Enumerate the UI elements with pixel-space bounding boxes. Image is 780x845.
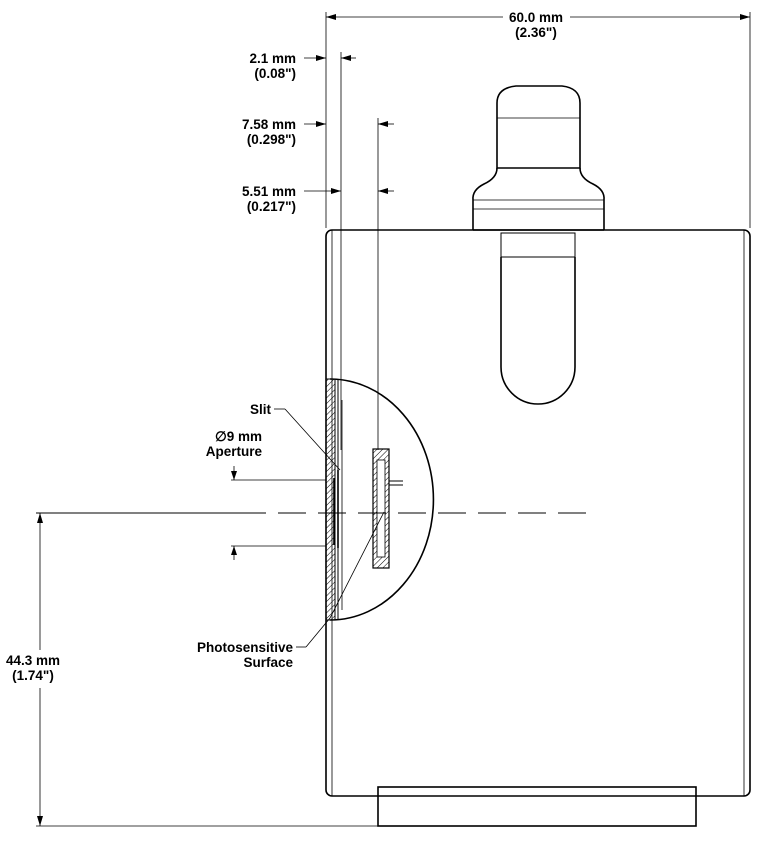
aperture-label: Aperture [206,444,263,459]
aperture-size-label: ∅9 mm [215,429,262,444]
dim-surface-offset [304,188,394,194]
bottom-connector [377,786,697,827]
slit-leader [274,408,341,471]
dim-rear-offset [304,118,394,450]
dim-rear-offset-metric: 7.58 mm [242,117,296,132]
connector-tube [500,232,576,405]
dim-overall-width-imperial: (2.36") [515,25,557,40]
dim-slit-offset-metric: 2.1 mm [249,51,296,66]
top-connector [472,85,605,231]
photosensitive-label-line2: Surface [243,655,293,670]
dim-overall-width [325,12,751,228]
dim-slit-offset [304,52,356,450]
photosensitive-leader [296,511,385,648]
slit-label: Slit [250,402,272,417]
dim-surface-offset-metric: 5.51 mm [242,184,296,199]
dim-rear-offset-imperial: (0.298") [247,132,296,147]
dim-overall-width-metric: 60.0 mm [509,10,563,25]
photosensitive-label-line1: Photosensitive [197,640,294,655]
dim-axis-height-imperial: (1.74") [12,668,54,683]
dim-axis-height-metric: 44.3 mm [6,653,60,668]
slit-housing [325,378,435,621]
photosensitive-element [372,448,403,569]
dim-axis-height [36,513,378,827]
dim-slit-offset-imperial: (0.08") [254,66,296,81]
aperture-dimension [231,466,326,560]
dim-surface-offset-imperial: (0.217") [247,199,296,214]
